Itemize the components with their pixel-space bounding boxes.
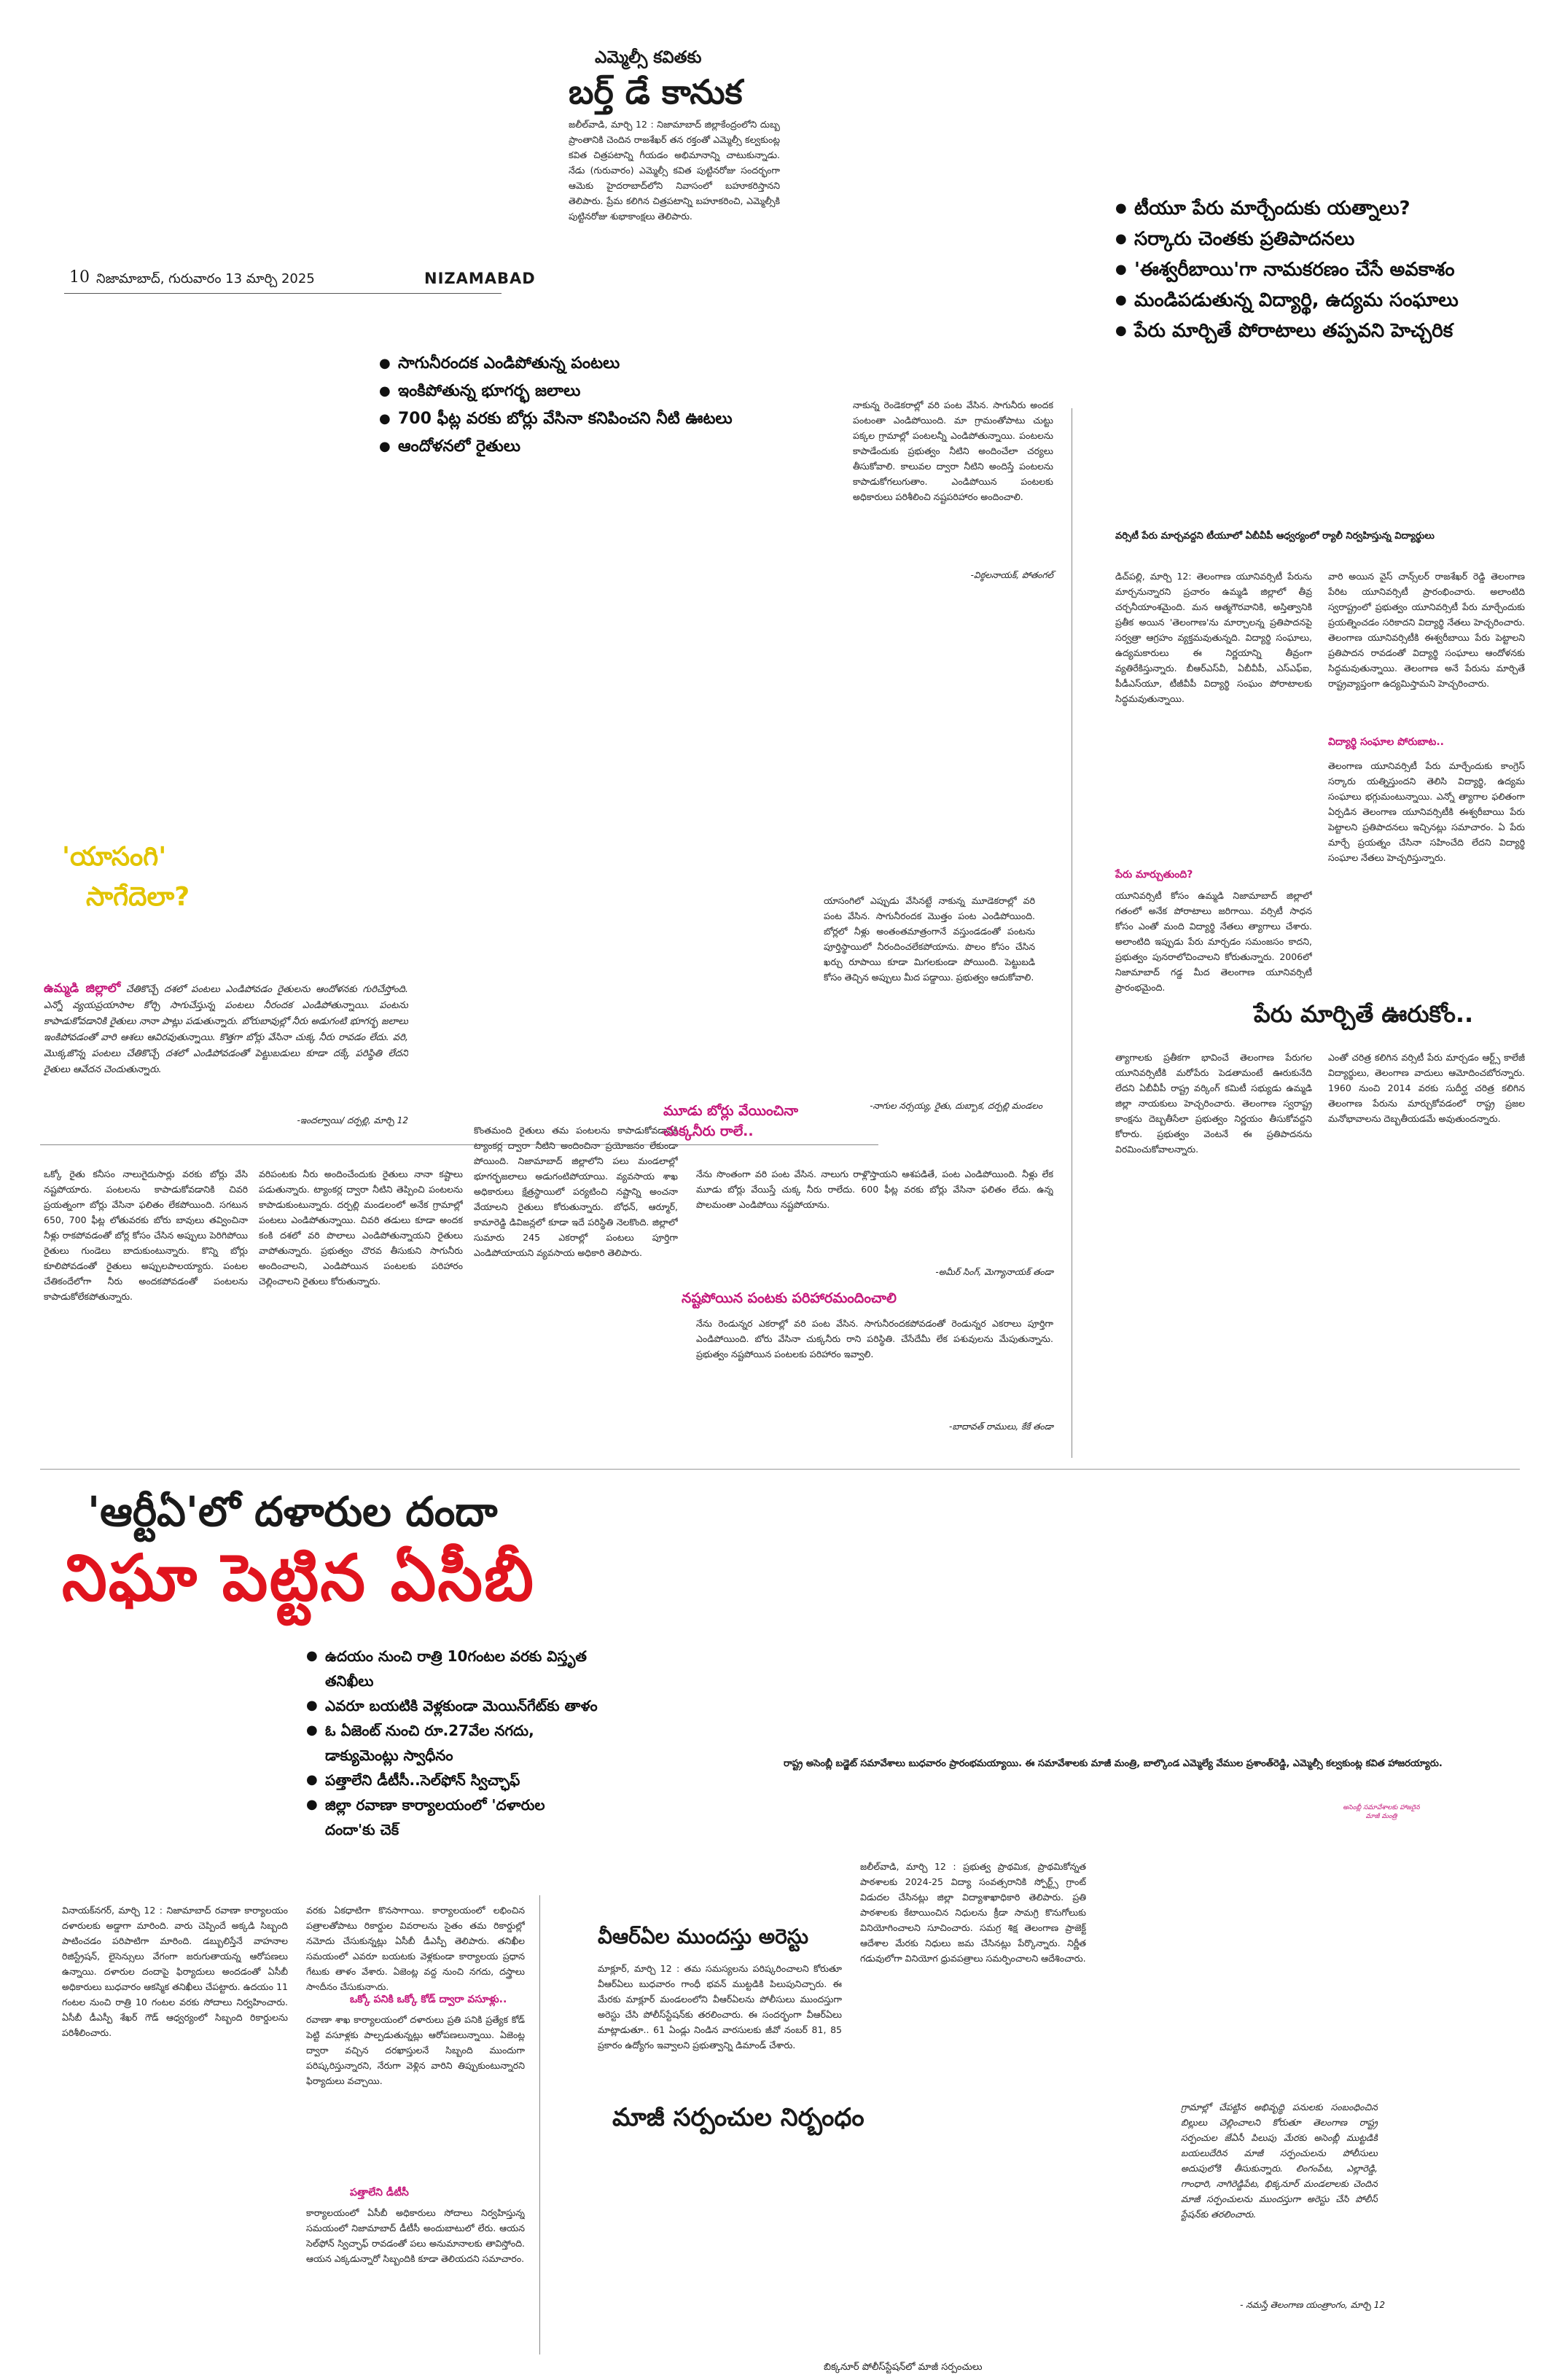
- crop-kicker: 'యాసంగి': [62, 842, 167, 872]
- sarpanch-photo-caption: బిక్కనూర్ పోలీస్‌స్టేషన్‌లో మాజీ సర్పంచు…: [824, 2362, 983, 2373]
- rta-col-2c: కార్యాలయంలో ఏసీబీ అధికారులు సోదాలు నిర్వ…: [306, 2207, 525, 2264]
- rta-bullets: ఉదయం నుంచి రాత్రి 10గంటల వరకు విస్తృత తన…: [306, 1644, 598, 1842]
- rta-bullet: పత్తాలేని డీటీసీ..సెల్‌ఫోన్ స్విచ్ఛాఫ్: [306, 1768, 598, 1792]
- story-divider: [40, 1469, 1520, 1470]
- rename-bullet: సర్కారు చెంతకు ప్రతిపాదనలు: [1115, 224, 1523, 254]
- crop-quote-2-credit: -అమీర్ సింగ్, మెగ్యానాయక్ తండా: [935, 1267, 1053, 1277]
- crop-bullet: 700 ఫీట్ల వరకు బోర్లు వేసినా కనిపించని న…: [379, 405, 846, 433]
- crop-quote-1: యాసంగిలో ఎప్పుడు వేసినట్టే నాకున్న మూడెక…: [824, 895, 1035, 983]
- crop-lead-credit: -ఇందల్వాయి/ దర్పల్లి, మార్చి 12: [297, 1115, 408, 1125]
- masthead-rule: [64, 293, 502, 294]
- rename-bullet: 'ఈశ్వరీబాయి'గా నామకరణం చేసే అవకాశం: [1115, 254, 1523, 285]
- rename-bullets: టీయూ పేరు మార్చేందుకు యత్నాలు? సర్కారు చ…: [1115, 193, 1523, 346]
- page-number: 10: [69, 268, 90, 286]
- crop-sidebar-quote: నాకున్న రెండెకరాల్లో వరి పంట వేసిన. సాగు…: [853, 399, 1053, 502]
- crop-lead: ఉమ్మడి జిల్లాలో చేతికొచ్చే దశలో పంటలు ఎం…: [44, 980, 408, 1112]
- rta-bullet: ఎవరూ బయటికి వెళ్లకుండా మెయిన్‌గేట్‌కు తా…: [306, 1693, 598, 1718]
- tu-col-2: వారి అయిన వైస్ చాన్స్‌లర్ రాజశేఖర్ రెడ్డ…: [1328, 571, 1525, 689]
- rta-right-rule: [539, 1895, 540, 2354]
- vra-body: మాక్లూర్, మార్చి 12 : తమ సమస్యలను పరిష్క…: [598, 1963, 842, 2051]
- tu-sub-3: పేరు మార్చితే ఊరుకోం..: [1254, 1000, 1474, 1028]
- rta-headline: నిఘా పెట్టిన ఏసీబీ: [62, 1540, 535, 1615]
- crop-bullet: ఆందోళనలో రైతులు: [379, 433, 846, 461]
- crop-quote-1-head: మూడు బోర్లు వేయించినా చుక్కనీరు రాలే..: [663, 1103, 798, 1139]
- tu-col-4: తెలంగాణ యూనివర్సిటీ పేరు మార్చేందుకు కాం…: [1328, 760, 1525, 863]
- birthday-headline: బర్త్ డే కానుక: [569, 72, 743, 112]
- tu-col-1: డిచ్‌పల్లి, మార్చి 12: తెలంగాణ యూనివర్సి…: [1115, 571, 1312, 704]
- crop-bullet: సాగునీరందక ఎండిపోతున్న పంటలు: [379, 350, 846, 378]
- rta-sub-1: ఒక్కో పనికి ఒక్కో కోడ్ ద్వారా వసూళ్లు..: [350, 1994, 507, 2005]
- rename-bullet: మండిపడుతున్న విద్యార్థి, ఉద్యమ సంఘాలు: [1115, 285, 1523, 316]
- tu-col-5: త్యాగాలకు ప్రతీకగా భావించే తెలంగాణ పేరుగ…: [1115, 1052, 1312, 1155]
- crop-col-3: కొంతమంది రైతులు తమ పంటలను కాపాడుకోవడానిక…: [474, 1125, 678, 1258]
- sarpanch-headline: మాజీ సర్పంచుల నిర్బంధం: [612, 2103, 865, 2132]
- grant-body: జలీల్‌వాడి, మార్చి 12 : ప్రభుత్వ ప్రాథమి…: [860, 1861, 1086, 1964]
- rta-col-1: వినాయక్‌నగర్, మార్చి 12 : నిజామాబాద్ రవా…: [62, 1905, 288, 2038]
- crop-bullet: ఇంకిపోతున్న భూగర్భ జలాలు: [379, 378, 846, 405]
- crop-col-1: ఒక్కో రైతు కనీసం నాలుగైదుసార్లు వరకు బోర…: [44, 1168, 248, 1302]
- rta-sub-2: పత్తాలేని డీటీసీ: [350, 2187, 409, 2198]
- assembly-caption: రాష్ట్ర అసెంబ్లీ బడ్జెట్ సమావేశాలు బుధవా…: [784, 1758, 1443, 1769]
- dateline: నిజామాబాద్, గురువారం 13 మార్చి 2025: [96, 271, 315, 286]
- crop-quote-3-credit: -బాదావత్ రాములు, కేకే తండా: [949, 1421, 1053, 1432]
- crop-lead-rule: [40, 1144, 878, 1145]
- birthday-kicker: ఎమ్మెల్సీ కవితకు: [595, 48, 702, 67]
- tu-col-6: ఎంతో చరిత్ర కలిగిన వర్సిటీ పేరు మార్చడం …: [1328, 1052, 1525, 1124]
- birthday-body: జలీల్‌వాడి, మార్చి 12 : నిజామాబాద్ జిల్ల…: [569, 119, 780, 222]
- crop-lead-text: చేతికొచ్చే దశలో పంటలు ఎండిపోవడం రైతులను …: [44, 984, 408, 1075]
- tu-col-3: యూనివర్సిటీ కోసం ఉమ్మడి నిజామాబాద్ జిల్ల…: [1115, 890, 1312, 993]
- crop-lead-label: ఉమ్మడి జిల్లాలో: [44, 981, 121, 996]
- rename-bullet: పేరు మార్చితే పోరాటాలు తప్పవని హెచ్చరిక: [1115, 316, 1523, 346]
- rta-kicker: 'ఆర్టీఏ'లో దళారుల దందా: [87, 1489, 498, 1536]
- rta-bullet: ఉదయం నుంచి రాత్రి 10గంటల వరకు విస్తృత తన…: [306, 1644, 598, 1693]
- crop-kicker-2: సాగేదెలా?: [86, 882, 190, 912]
- rta-col-2: వరకు ఏకధాటిగా కొనసాగాయి. కార్యాలయంలో లభి…: [306, 1905, 525, 1990]
- assembly-stamp: అసెంబ్లీ సమావేశాలకు హాజరైన మాజీ మంత్రి: [1343, 1804, 1420, 1820]
- crop-quote-1-credit: -నాగుల నర్సయ్య, రైతు, దుబ్బాక, దర్పల్లి …: [870, 1101, 1042, 1111]
- rta-bullet: జిల్లా రవాణా కార్యాలయంలో 'దళారుల దందా'కు…: [306, 1792, 598, 1842]
- crop-col-2: వరిపంటకు నీరు అందించేందుకు రైతులు నానా క…: [259, 1168, 463, 1287]
- sarpanch-credit: - నమస్తే తెలంగాణ యంత్రాంగం, మార్చి 12: [1240, 2300, 1385, 2310]
- tu-sub-2: పేరు మార్చుతుంది?: [1115, 869, 1193, 881]
- rta-bullet: ఓ ఏజెంట్ నుంచి రూ.27వేల నగదు, డాక్యుమెంట…: [306, 1718, 598, 1768]
- crop-quote-2: నేను సొంతంగా వరి పంట వేసిన. నాలుగు రాళ్ల…: [696, 1168, 1053, 1210]
- rta-col-2b: రవాణా శాఖ కార్యాలయంలో దళారులు ప్రతి పనిక…: [306, 2014, 525, 2086]
- section-name: NIZAMABAD: [424, 270, 536, 287]
- tu-sub-1: విద్యార్థి సంఘాల పోరుబాట..: [1328, 736, 1444, 748]
- rename-bullet: టీయూ పేరు మార్చేందుకు యత్నాలు?: [1115, 193, 1523, 224]
- crop-bullets: సాగునీరందక ఎండిపోతున్న పంటలు ఇంకిపోతున్న…: [379, 350, 846, 461]
- crop-quote-3-head: నష్టపోయిన పంటకు పరిహారమందించాలి: [682, 1290, 897, 1306]
- sarpanch-body: గ్రామాల్లో చేపట్టిన అభివృద్ధి పనులకు సంబ…: [1181, 2102, 1378, 2220]
- crop-quote-3: నేను రెండున్నర ఎకరాల్లో వరి పంట వేసిన. స…: [696, 1318, 1053, 1359]
- crop-sidebar-credit: -విఠ్ఠలనాయక్, పోతంగల్: [970, 570, 1053, 580]
- tu-caption: వర్సిటీ పేరు మార్చవద్దని టీయూలో ఏబీవీపీ …: [1115, 531, 1435, 542]
- vra-headline: వీఆర్ఏల ముందస్తు అరెస్టు: [598, 1924, 809, 1948]
